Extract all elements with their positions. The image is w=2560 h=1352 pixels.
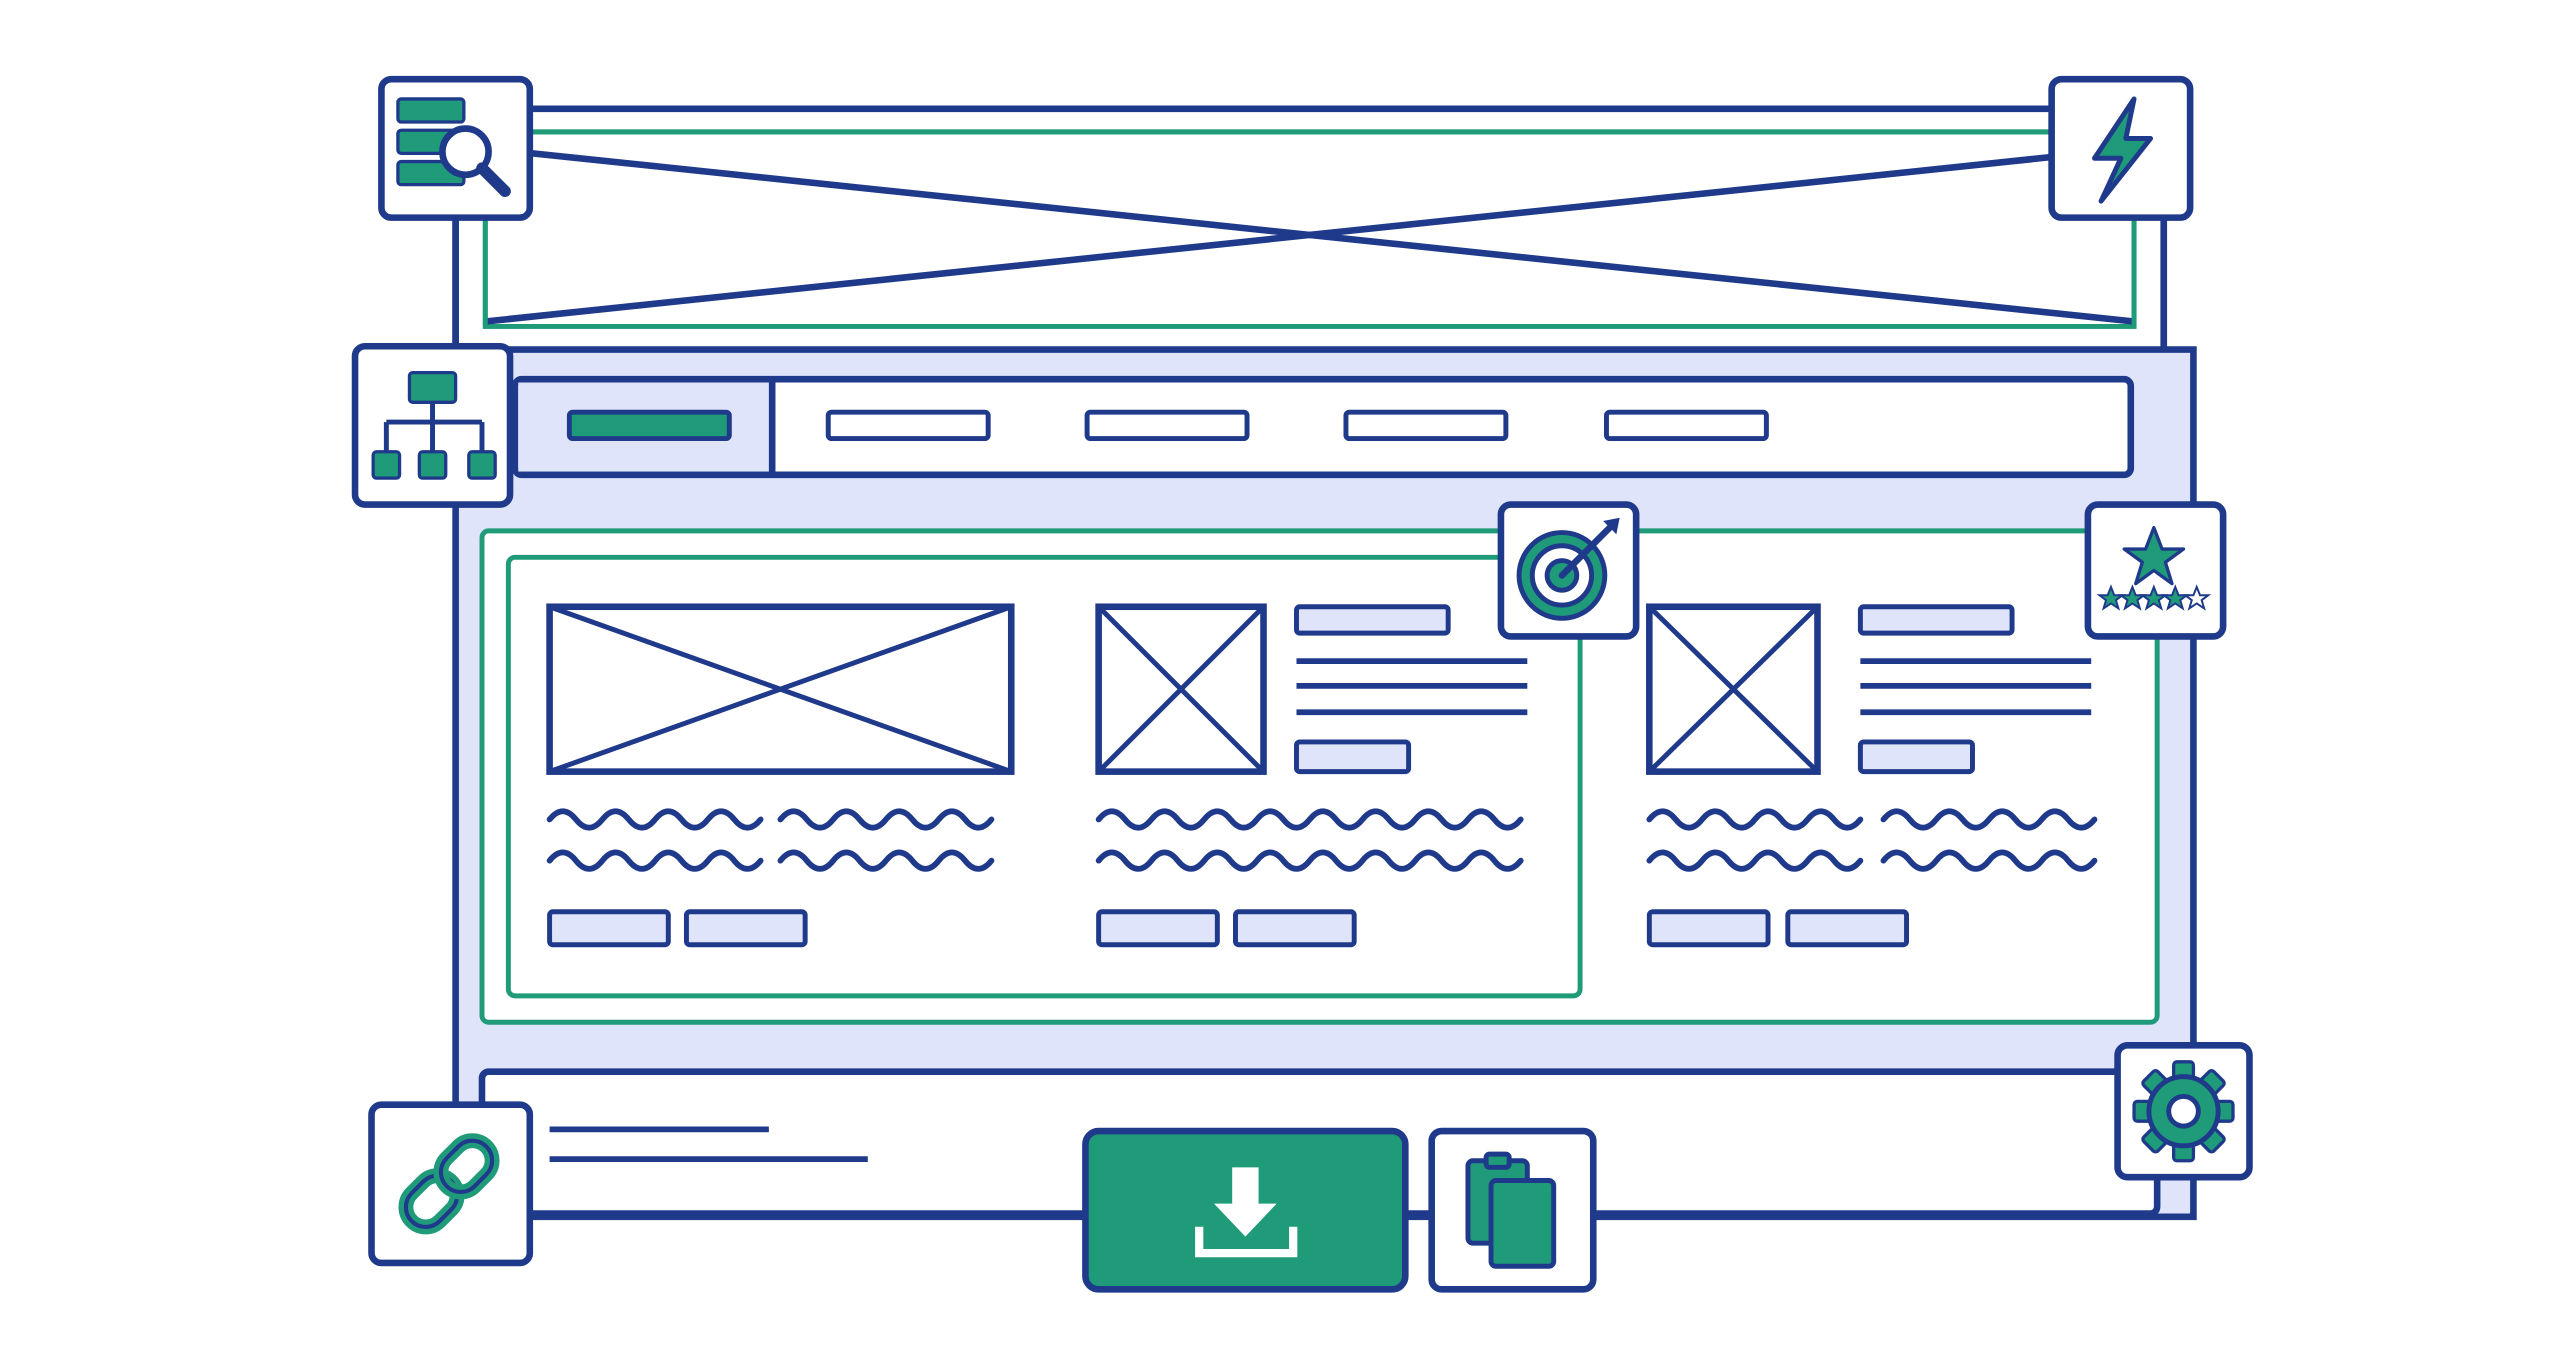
card-3-tag-block — [1857, 739, 1975, 775]
nav-tab-1[interactable] — [566, 409, 732, 442]
nav-tab-4[interactable] — [1343, 409, 1509, 442]
card-3-squiggle-1 — [1646, 808, 1864, 831]
card-3-button-1[interactable] — [1646, 909, 1771, 948]
card-1-squiggle-4 — [777, 849, 995, 872]
card-3-button-2[interactable] — [1785, 909, 1910, 948]
main-window — [452, 346, 2197, 1221]
card-2 — [1095, 603, 1528, 948]
card-2-tag-block — [1294, 739, 1412, 775]
card-2-squiggle-1 — [1095, 808, 1524, 831]
sitemap-icon[interactable] — [351, 342, 514, 508]
clipboard-copy-icon — [1465, 1151, 1557, 1269]
card-1-button-1[interactable] — [547, 909, 671, 948]
card-2-squiggle-2 — [1095, 849, 1524, 872]
card-1-squiggle-2 — [777, 808, 995, 831]
nav-bar-frame — [511, 375, 2135, 479]
database-search-icon[interactable] — [378, 75, 534, 221]
card-1-image-cross-b — [548, 604, 1013, 774]
header-image-cross-b — [484, 145, 2135, 325]
lightning-bolt-icon[interactable] — [2048, 75, 2194, 221]
card-2-button-1[interactable] — [1096, 909, 1220, 948]
chain-link-icon[interactable] — [368, 1101, 534, 1267]
content-area — [479, 528, 2160, 1025]
card-3-squiggle-3 — [1646, 849, 1864, 872]
card-2-title-block — [1294, 604, 1451, 636]
download-icon — [1195, 1167, 1298, 1258]
header-banner — [452, 105, 2168, 360]
clipboard-copy-button[interactable] — [1428, 1127, 1597, 1293]
nav-tab-5[interactable] — [1603, 409, 1769, 442]
card-1-squiggle-1 — [546, 808, 764, 831]
card-1-squiggle-3 — [546, 849, 764, 872]
card-1-button-2[interactable] — [683, 909, 808, 948]
nav-tab-2[interactable] — [825, 409, 991, 442]
card-2-button-2[interactable] — [1233, 909, 1357, 948]
card-3 — [1646, 603, 2098, 948]
card-1 — [546, 603, 1015, 948]
download-button[interactable] — [1082, 1127, 1409, 1293]
card-3-image-cross-b — [1647, 604, 1820, 774]
card-3-squiggle-4 — [1880, 849, 2098, 872]
gear-icon[interactable] — [2114, 1042, 2253, 1181]
card-2-image-cross-b — [1096, 605, 1266, 774]
target-icon[interactable] — [1497, 501, 1640, 640]
star-rating-icon[interactable] — [2084, 501, 2227, 640]
card-3-title-block — [1857, 604, 2015, 636]
nav-tab-3[interactable] — [1084, 409, 1250, 442]
nav-bar — [511, 375, 2135, 479]
card-3-squiggle-2 — [1880, 808, 2098, 831]
